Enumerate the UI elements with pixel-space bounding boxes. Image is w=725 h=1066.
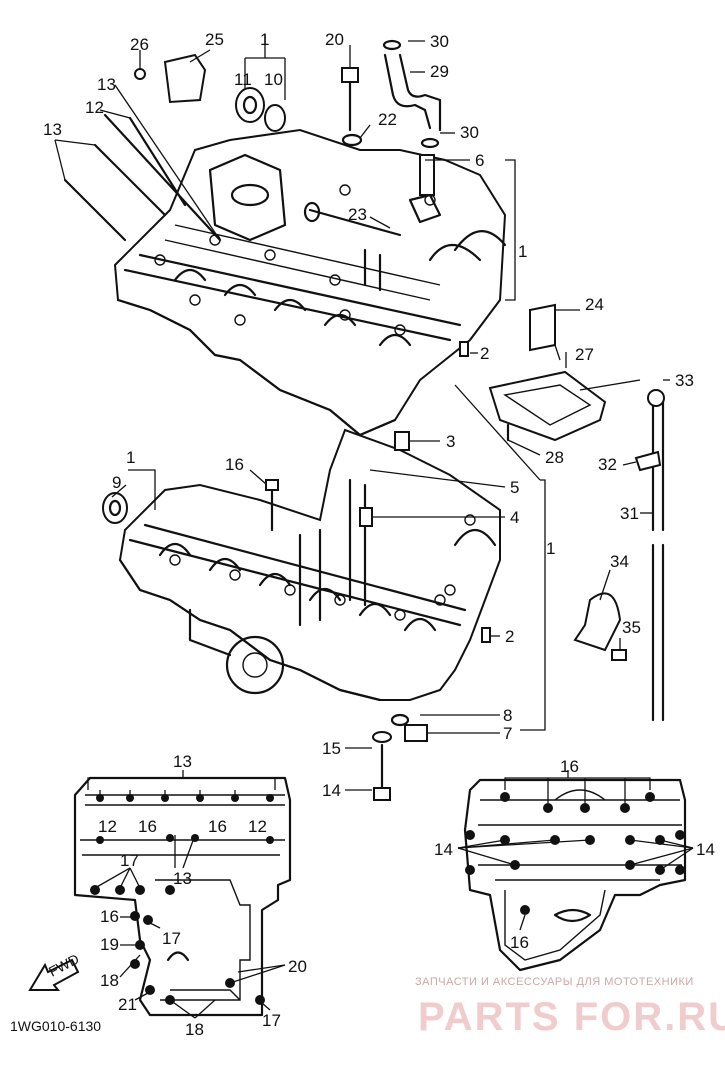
inset-left-callout-12-right: 12 <box>248 817 267 836</box>
callout-25: 25 <box>205 30 224 49</box>
callout-11: 11 <box>234 70 252 89</box>
inset-left-callout-17-bottom: 17 <box>262 1011 281 1030</box>
inset-left-callout-12-left: 12 <box>98 817 117 836</box>
inset-left-callout-13-top: 13 <box>173 752 192 771</box>
callout-29: 29 <box>430 62 449 81</box>
lower-crankcase <box>118 428 501 702</box>
callout-numbers: 26 25 1 11 10 20 30 29 13 12 22 30 13 6 … <box>43 30 694 800</box>
inset-left-callout-19: 19 <box>100 935 119 954</box>
callout-28: 28 <box>545 448 564 467</box>
forward-arrow-icon: FWD <box>28 951 82 991</box>
inset-left-callouts: 13 12 16 16 12 17 13 16 17 19 18 20 21 1… <box>98 752 307 1039</box>
callout-13-top: 13 <box>97 75 116 94</box>
inset-left-callout-20: 20 <box>288 957 307 976</box>
inset-right-callouts: 16 14 14 16 <box>434 757 715 952</box>
callout-27: 27 <box>575 345 594 364</box>
callout-10: 10 <box>264 70 283 89</box>
callout-34: 34 <box>610 552 629 571</box>
callout-4: 4 <box>510 508 519 527</box>
inset-right-callout-14-right: 14 <box>696 840 715 859</box>
inset-right-bolt-holes <box>465 792 685 915</box>
callout-31: 31 <box>620 504 639 523</box>
inset-right <box>457 770 694 972</box>
callout-6: 6 <box>475 151 484 170</box>
callout-35: 35 <box>622 618 641 637</box>
callout-1-lower: 1 <box>126 448 135 467</box>
inset-left-callout-18-bottom: 18 <box>185 1020 204 1039</box>
callout-24: 24 <box>585 295 604 314</box>
inset-right-callout-16-bottom: 16 <box>510 933 529 952</box>
inset-left-callout-17-mid: 17 <box>162 929 181 948</box>
callout-22: 22 <box>378 110 397 129</box>
callout-14: 14 <box>322 781 341 800</box>
watermark-caption: ЗАПЧАСТИ И АКСЕССУАРЫ ДЛЯ МОТОТЕХНИКИ <box>415 976 694 988</box>
callout-16: 16 <box>225 455 244 474</box>
callout-2-upper: 2 <box>480 344 489 363</box>
callout-15: 15 <box>322 739 341 758</box>
callout-23: 23 <box>348 205 367 224</box>
callout-1-right: 1 <box>518 242 527 261</box>
watermark-site: PARTS FOR.RU <box>418 995 725 1039</box>
inset-left <box>73 770 292 1019</box>
upper-crankcase <box>113 128 507 437</box>
callout-30-mid: 30 <box>460 123 479 142</box>
callout-12: 12 <box>85 98 104 117</box>
inset-left-callout-17: 17 <box>120 851 139 870</box>
callout-26: 26 <box>130 35 149 54</box>
watermark: ЗАПЧАСТИ И АКСЕССУАРЫ ДЛЯ МОТОТЕХНИКИ PA… <box>415 976 725 1039</box>
inset-right-callout-16: 16 <box>560 757 579 776</box>
small-parts <box>63 39 665 801</box>
inset-right-callout-14-left: 14 <box>434 840 453 859</box>
callout-33: 33 <box>675 371 694 390</box>
callout-1-top: 1 <box>260 30 269 49</box>
inset-left-callout-18: 18 <box>100 971 119 990</box>
callout-32: 32 <box>598 455 617 474</box>
callout-1-lower-right: 1 <box>546 539 555 558</box>
inset-left-callout-13-mid: 13 <box>173 869 192 888</box>
callout-7: 7 <box>503 724 512 743</box>
inset-left-callout-16-right: 16 <box>208 817 227 836</box>
leader-lines <box>54 35 670 791</box>
callout-9: 9 <box>112 473 121 492</box>
callout-5: 5 <box>510 478 519 497</box>
callout-8: 8 <box>503 706 512 725</box>
callout-30-top: 30 <box>430 32 449 51</box>
drawing-code: 1WG010-6130 <box>10 1018 101 1034</box>
inset-left-callout-21: 21 <box>118 995 137 1014</box>
callout-20: 20 <box>325 30 344 49</box>
inset-left-callout-16-bottom: 16 <box>100 907 119 926</box>
callout-13-left: 13 <box>43 120 62 139</box>
callout-2-lower: 2 <box>505 627 514 646</box>
callout-3: 3 <box>446 432 455 451</box>
inset-left-callout-16-left: 16 <box>138 817 157 836</box>
